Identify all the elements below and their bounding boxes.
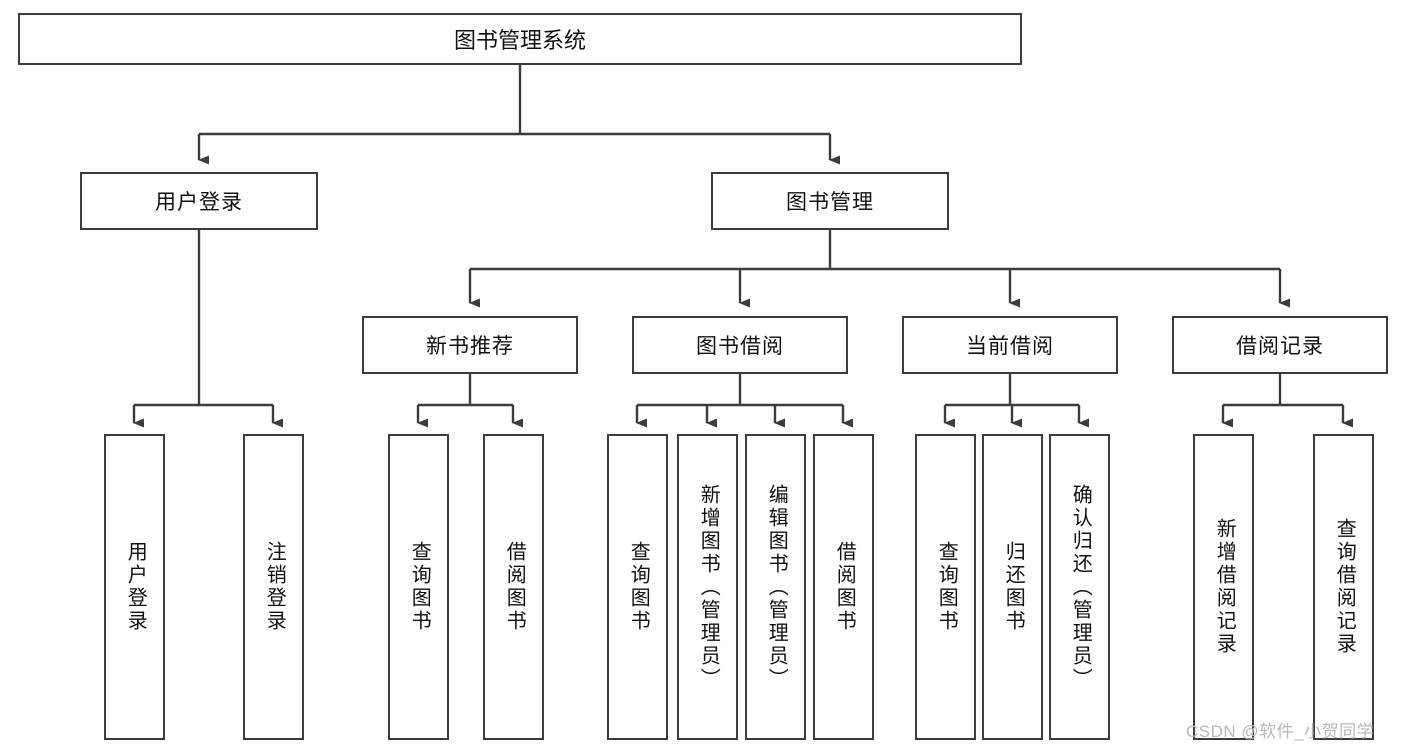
node-current-borrow[interactable]: 当前借阅 [902, 316, 1118, 374]
node-new-book-recommend[interactable]: 新书推荐 [362, 316, 578, 374]
node-label: 查询图书 [627, 541, 650, 633]
node-book-management[interactable]: 图书管理 [711, 172, 949, 230]
node-label: 新书推荐 [426, 335, 514, 358]
csdn-watermark: CSDN @软件_小贺同学 [1186, 722, 1375, 741]
node-label: 注销登录 [263, 541, 286, 633]
leaf-current-return-book[interactable]: 归还图书 [982, 434, 1043, 740]
node-label: 新增借阅记录 [1213, 518, 1236, 656]
node-book-borrow[interactable]: 图书借阅 [632, 316, 848, 374]
node-label: 借阅图书 [833, 541, 856, 633]
leaf-recommend-query-book[interactable]: 查询图书 [388, 434, 449, 740]
leaf-user-logout[interactable]: 注销登录 [243, 434, 304, 740]
node-label: 确认归还（管理员） [1069, 483, 1092, 691]
node-user-login[interactable]: 用户登录 [80, 172, 318, 230]
node-label: 查询图书 [935, 541, 958, 633]
leaf-record-add-borrow-record[interactable]: 新增借阅记录 [1193, 434, 1254, 740]
node-borrow-record[interactable]: 借阅记录 [1172, 316, 1388, 374]
node-label: 查询借阅记录 [1333, 518, 1356, 656]
node-label: 图书借阅 [696, 335, 784, 358]
node-root-system[interactable]: 图书管理系统 [18, 13, 1022, 65]
node-label: 新增图书（管理员） [697, 483, 720, 691]
leaf-user-login[interactable]: 用户登录 [104, 434, 165, 740]
node-label: 图书管理 [786, 191, 874, 214]
leaf-borrow-borrow-book[interactable]: 借阅图书 [813, 434, 874, 740]
node-label: 借阅图书 [503, 541, 526, 633]
node-label: 借阅记录 [1236, 335, 1324, 358]
leaf-record-query-borrow-record[interactable]: 查询借阅记录 [1313, 434, 1374, 740]
leaf-recommend-borrow-book[interactable]: 借阅图书 [483, 434, 544, 740]
node-label: 编辑图书（管理员） [765, 483, 788, 691]
node-label: 用户登录 [155, 191, 243, 214]
node-label: 查询图书 [408, 541, 431, 633]
leaf-current-query-book[interactable]: 查询图书 [915, 434, 976, 740]
leaf-borrow-query-book[interactable]: 查询图书 [607, 434, 668, 740]
node-label: 用户登录 [124, 541, 147, 633]
node-label: 归还图书 [1002, 541, 1025, 633]
leaf-borrow-edit-book-admin[interactable]: 编辑图书（管理员） [745, 434, 806, 740]
node-label: 图书管理系统 [453, 28, 586, 53]
leaf-current-confirm-return-admin[interactable]: 确认归还（管理员） [1049, 434, 1110, 740]
node-label: 当前借阅 [966, 335, 1054, 358]
leaf-borrow-add-book-admin[interactable]: 新增图书（管理员） [677, 434, 738, 740]
